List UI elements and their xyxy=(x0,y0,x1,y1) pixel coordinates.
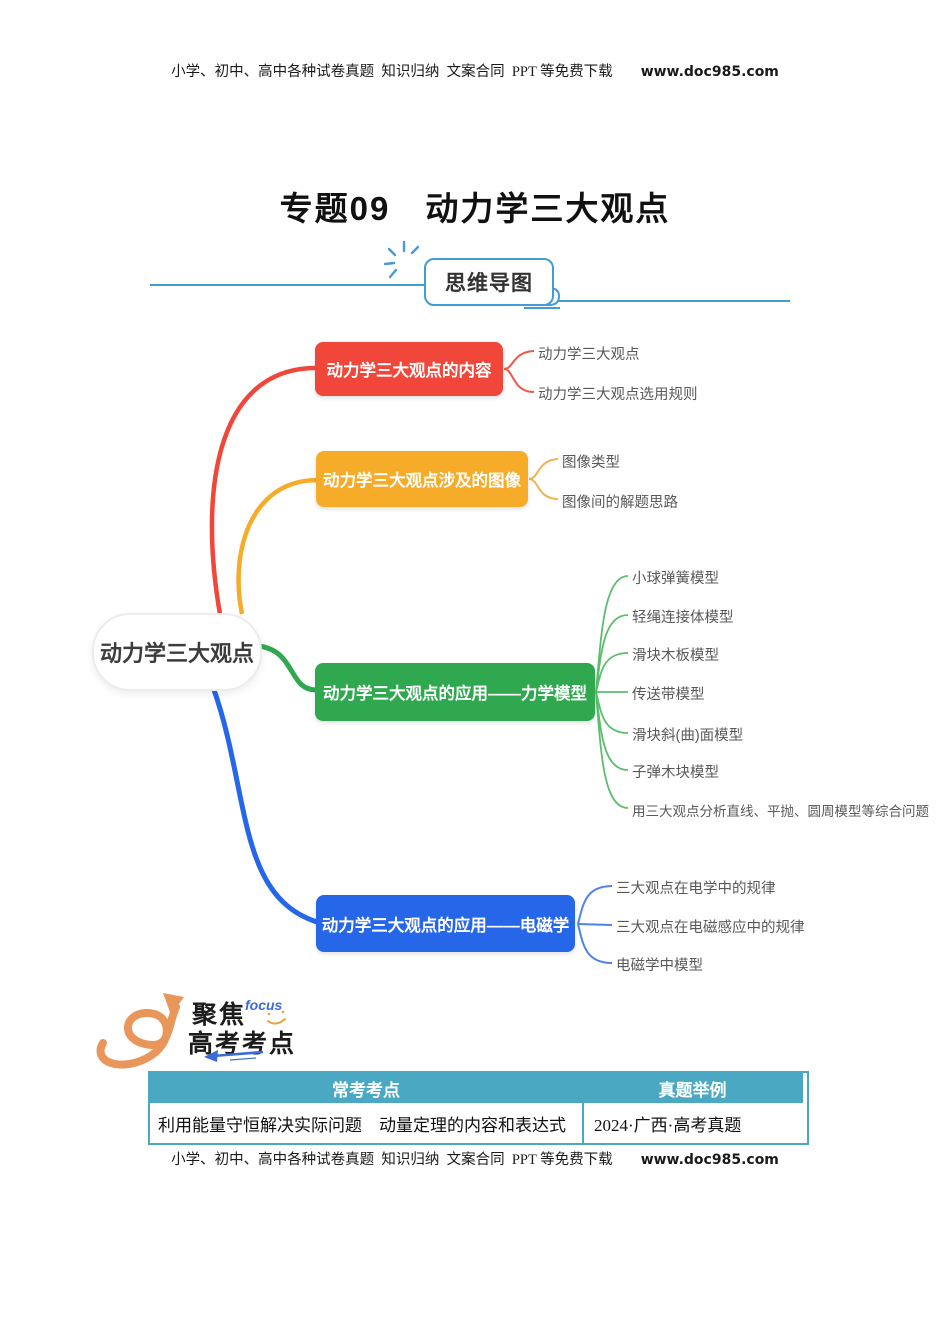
leaf-label: 电磁学中模型 xyxy=(616,958,703,974)
focus-title: 聚焦 xyxy=(192,1001,247,1029)
underline-arrow-icon xyxy=(204,1050,264,1062)
branch-curves xyxy=(209,365,319,925)
page-footer: 小学、初中、高中各种试卷真题 知识归纳 文案合同 PPT 等免费下载 www.do… xyxy=(0,1148,950,1169)
page-title: 专题09 动力学三大观点 xyxy=(279,190,671,227)
swirl-arrow-icon xyxy=(96,993,184,1069)
leaf-label: 小球弹簧模型 xyxy=(632,571,719,587)
branch-node-mechanics[interactable]: 动力学三大观点的应用——力学模型 xyxy=(315,663,595,721)
footer-text: 小学、初中、高中各种试卷真题 知识归纳 文案合同 PPT 等免费下载 xyxy=(171,1152,613,1168)
focus-tag: focus xyxy=(245,997,283,1013)
leaf-label: 滑块斜(曲)面模型 xyxy=(632,728,744,744)
branch-label: 动力学三大观点涉及的图像 xyxy=(323,472,521,490)
leaf-label: 用三大观点分析直线、平抛、圆周模型等综合问题 xyxy=(632,804,929,819)
branch-node-images[interactable]: 动力学三大观点涉及的图像 xyxy=(316,451,528,507)
table-cell-example: 2024·广西·高考真题 xyxy=(582,1103,803,1143)
branch-node-electromagnetism[interactable]: 动力学三大观点的应用——电磁学 xyxy=(316,895,575,952)
leaf-label: 滑块木板模型 xyxy=(632,648,719,664)
header-link[interactable]: www.doc985.com xyxy=(640,64,779,80)
smiley-icon xyxy=(267,1010,286,1025)
branch4-connectors xyxy=(577,885,613,964)
branch-label: 动力学三大观点的应用——力学模型 xyxy=(323,685,587,703)
page-header: 小学、初中、高中各种试卷真题 知识归纳 文案合同 PPT 等免费下载 www.do… xyxy=(0,60,950,81)
leaf-label: 三大观点在电磁感应中的规律 xyxy=(616,920,805,936)
branch-label: 动力学三大观点的内容 xyxy=(326,362,492,380)
banner-line xyxy=(150,284,790,302)
root-label: 动力学三大观点 xyxy=(99,641,254,666)
table-header-zhenti: 真题举例 xyxy=(582,1073,803,1103)
leaf-label: 传送带模型 xyxy=(632,687,705,703)
branch-node-content[interactable]: 动力学三大观点的内容 xyxy=(315,342,503,396)
table-header-changkao: 常考考点 xyxy=(150,1073,582,1103)
leaf-label: 动力学三大观点选用规则 xyxy=(538,387,698,403)
leaf-label: 子弹木块模型 xyxy=(632,765,719,781)
header-text: 小学、初中、高中各种试卷真题 知识归纳 文案合同 PPT 等免费下载 xyxy=(171,64,613,80)
mindmap-banner: 思维导图 xyxy=(424,258,554,306)
banner-label: 思维导图 xyxy=(445,272,533,295)
leaf-label: 三大观点在电学中的规律 xyxy=(616,881,776,897)
leaf-label: 图像间的解题思路 xyxy=(562,495,678,511)
branch1-connectors xyxy=(503,350,535,393)
table-cell-points: 利用能量守恒解决实际问题 动量定理的内容和表达式 xyxy=(158,1115,566,1135)
root-node[interactable]: 动力学三大观点 xyxy=(92,613,262,691)
branch2-connectors xyxy=(528,458,559,500)
branch-label: 动力学三大观点的应用——电磁学 xyxy=(321,916,570,935)
exam-table: 常考考点 真题举例 利用能量守恒解决实际问题 动量定理的内容和表达式 2024·… xyxy=(148,1071,809,1145)
footer-link[interactable]: www.doc985.com xyxy=(640,1152,779,1168)
branch3-connectors xyxy=(595,575,629,809)
leaf-label: 轻绳连接体模型 xyxy=(632,610,734,626)
leaf-label: 动力学三大观点 xyxy=(538,347,640,363)
sparkle-icon xyxy=(383,240,420,279)
leaf-label: 图像类型 xyxy=(562,455,620,471)
